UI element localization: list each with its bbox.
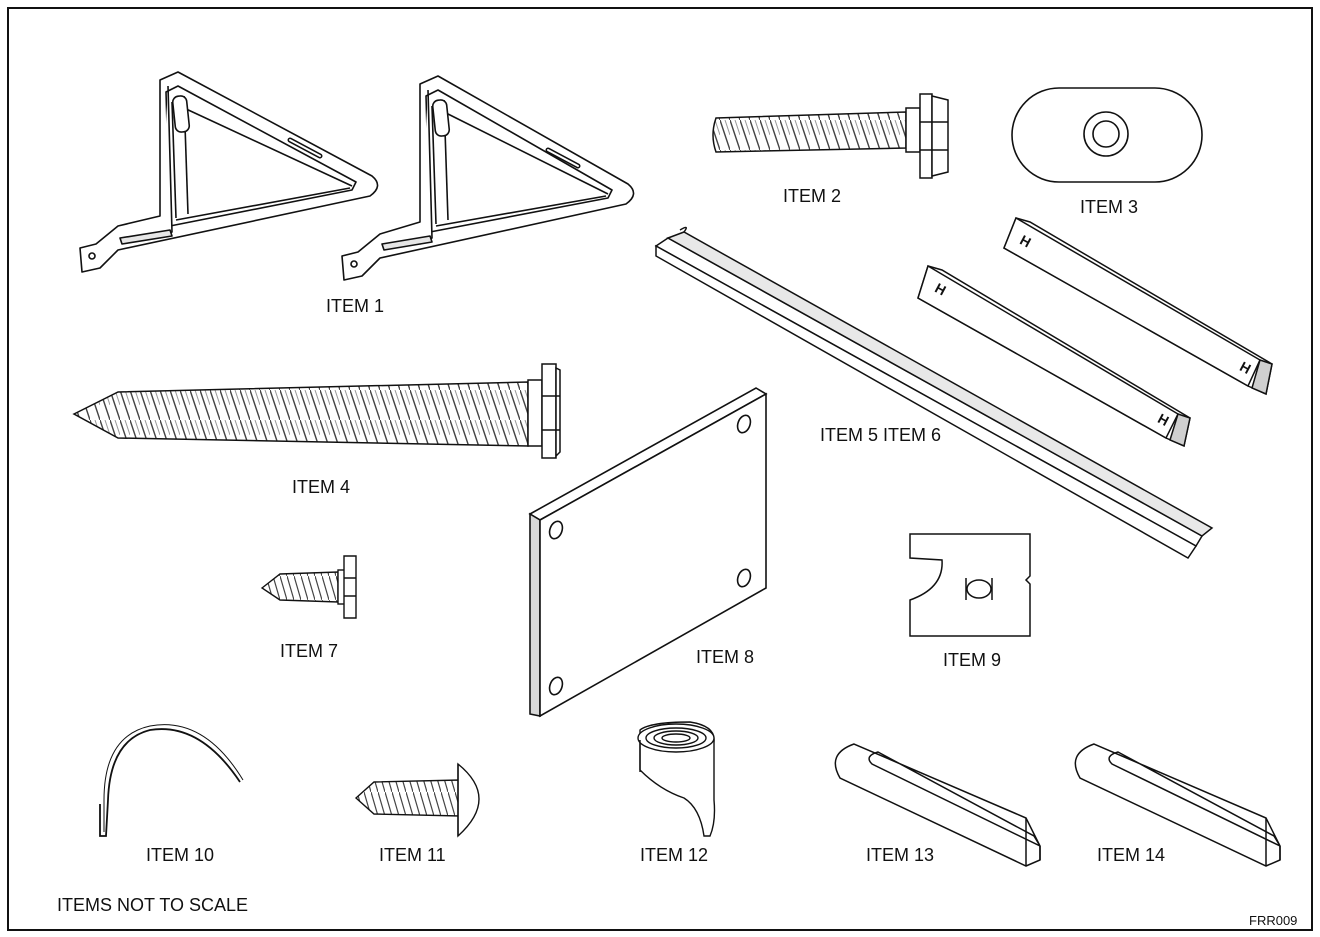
item-11-label: ITEM 11 — [379, 845, 446, 865]
item-12-strap-coil — [637, 721, 716, 837]
item-7-label: ITEM 7 — [280, 641, 339, 661]
item-14-hairpin — [1074, 743, 1281, 867]
item-3-label: ITEM 3 — [1080, 197, 1139, 217]
item-4-label: ITEM 4 — [292, 477, 351, 497]
item-1-label: ITEM 1 — [326, 296, 385, 316]
item-10-label: ITEM 10 — [146, 845, 215, 865]
item-11-screw — [354, 762, 480, 838]
item-4-lag-screw — [72, 363, 561, 459]
item-8-label: ITEM 8 — [696, 647, 755, 667]
scale-note: ITEMS NOT TO SCALE — [57, 895, 249, 915]
item-3-washer — [1011, 87, 1203, 183]
item-5-6-label: ITEM 5 ITEM 6 — [820, 425, 942, 445]
diagram-border — [7, 7, 1313, 931]
item-6-rail-b: H H — [1003, 216, 1273, 396]
item-13-hairpin — [834, 743, 1041, 867]
item-14-label: ITEM 14 — [1097, 845, 1166, 865]
item-13-label: ITEM 13 — [866, 845, 935, 865]
item-7-screw — [260, 555, 357, 619]
item-6-rail-a: H H — [917, 264, 1191, 448]
item-9-label: ITEM 9 — [943, 650, 1002, 670]
item-10-hook — [99, 724, 244, 837]
item-1-bracket-right — [341, 75, 635, 281]
item-1-bracket-left — [79, 71, 379, 273]
drawing-code: FRR009 — [1249, 913, 1298, 928]
item-12-label: ITEM 12 — [640, 845, 709, 865]
item-8-plate — [528, 387, 768, 718]
item-2-bolt — [712, 93, 949, 179]
item-2-label: ITEM 2 — [783, 186, 842, 206]
item-5-long-rail — [654, 226, 1214, 559]
item-9-clip — [909, 533, 1031, 637]
